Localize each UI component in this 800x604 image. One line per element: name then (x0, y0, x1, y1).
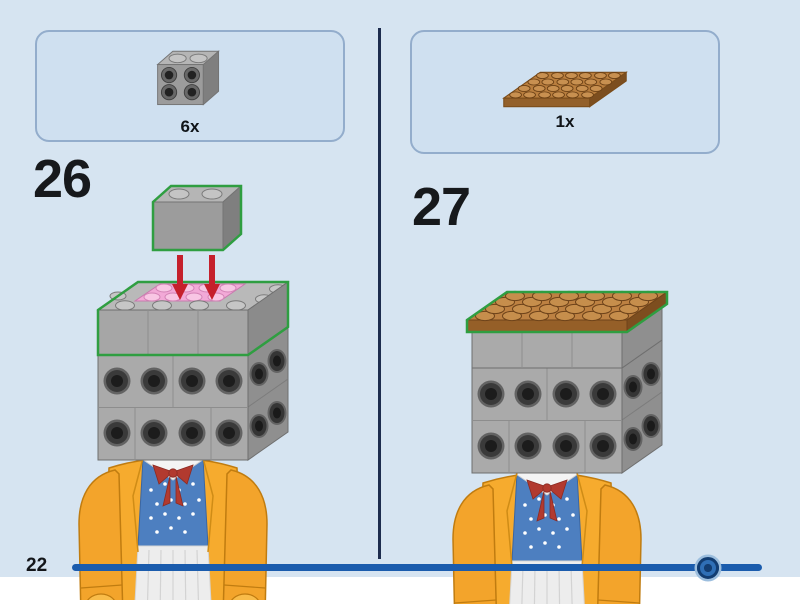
panel-divider (378, 28, 381, 559)
progress-knob[interactable] (697, 557, 719, 579)
step-26-parts-callout: 6x (35, 30, 345, 142)
step-26-part-count: 6x (180, 116, 200, 136)
placement-arrows (172, 255, 220, 300)
plate-4x6-icon (502, 70, 628, 108)
head-top-row (471, 303, 663, 369)
step-26-number: 26 (33, 149, 92, 209)
step-27-part-count: 1x (555, 111, 575, 131)
step-27-parts-callout: 1x (410, 30, 720, 154)
new-brick-1x2 (151, 184, 243, 252)
page-number: 22 (26, 555, 48, 576)
new-plate-4x6 (465, 290, 669, 334)
brick-1x2-side-studs-icon (156, 49, 220, 106)
step-26-assembly-illustration (78, 184, 290, 600)
progress-track[interactable] (72, 564, 762, 571)
step-26-top-assembly (96, 280, 290, 357)
step-27-number: 27 (412, 177, 471, 237)
step-27-assembly-illustration (452, 290, 669, 604)
